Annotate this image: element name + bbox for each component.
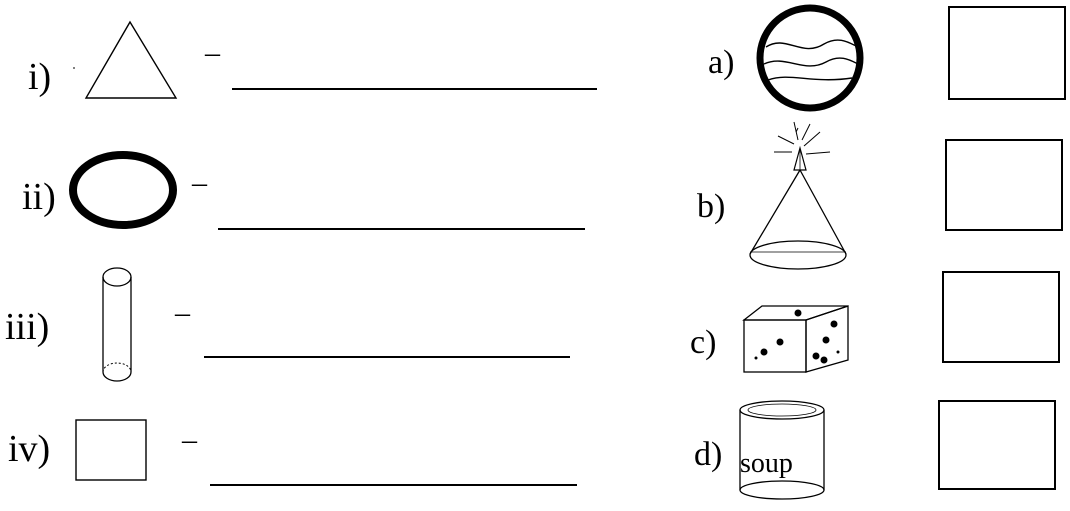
item-dash-iv: – (182, 423, 197, 456)
triangle-icon (73, 20, 178, 99)
item-label-b: b) (697, 188, 726, 225)
answer-line-i[interactable] (232, 88, 597, 90)
answer-line-iii[interactable] (204, 356, 570, 358)
item-label-d: d) (694, 436, 723, 473)
answer-box-a[interactable] (948, 6, 1066, 100)
item-dash-i: – (205, 36, 220, 69)
answer-line-iv[interactable] (210, 484, 577, 486)
item-label-ii: ii) (22, 176, 56, 218)
answer-box-c[interactable] (942, 271, 1060, 363)
item-dash-ii: – (192, 166, 207, 199)
item-label-a: a) (708, 44, 735, 81)
ball-icon (756, 4, 864, 112)
soup-label-text: soup (740, 448, 793, 479)
answer-line-ii[interactable] (218, 228, 585, 230)
party-hat-cone-icon (749, 121, 847, 270)
item-label-iv: iv) (8, 428, 51, 470)
item-label-c: c) (690, 324, 717, 361)
item-label-i: i) (28, 56, 52, 98)
circle-icon (69, 151, 177, 229)
answer-box-d[interactable] (938, 400, 1056, 490)
item-dash-iii: – (175, 296, 190, 329)
soup-can-icon: soup (739, 400, 825, 500)
dice-cube-icon (742, 305, 849, 373)
item-label-iii: iii) (5, 306, 50, 348)
square-icon (75, 419, 147, 481)
cylinder-icon (102, 267, 132, 382)
answer-box-b[interactable] (945, 139, 1063, 231)
